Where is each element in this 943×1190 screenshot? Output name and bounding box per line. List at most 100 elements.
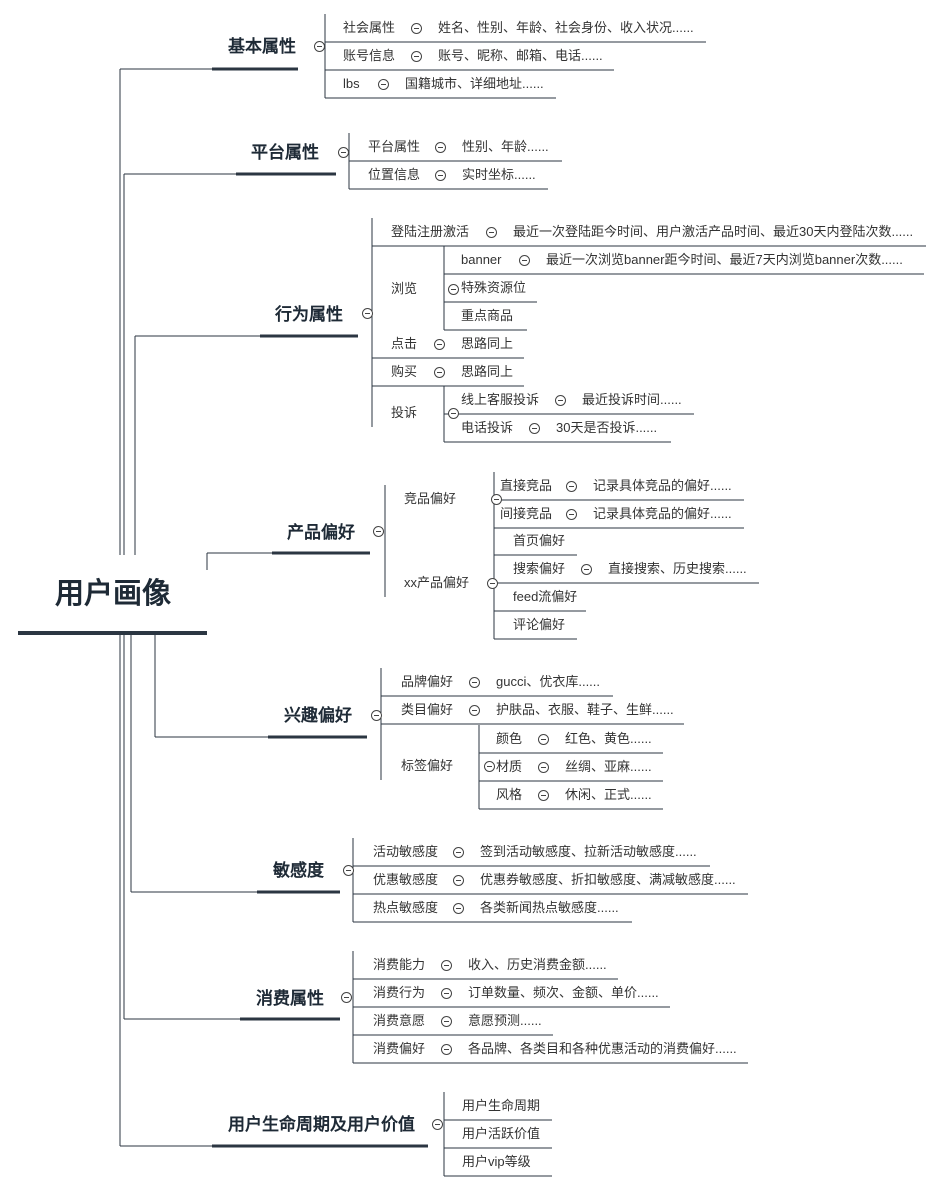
branch-item-detail: 国籍城市、详细地址...... bbox=[405, 76, 544, 91]
branch-item-child-label: feed流偏好 bbox=[513, 589, 578, 604]
branch-item-child-detail: 丝绸、亚麻...... bbox=[565, 759, 652, 774]
branch-item-detail: gucci、优衣库...... bbox=[496, 674, 601, 689]
collapse-toggle-icon[interactable] bbox=[441, 960, 452, 971]
branch-item-detail: 护肤品、衣服、鞋子、生鲜...... bbox=[496, 702, 674, 717]
branch-item-detail: 账号、昵称、邮箱、电话...... bbox=[438, 48, 603, 63]
collapse-toggle-icon[interactable] bbox=[373, 526, 384, 537]
branch-item-child-label: 重点商品 bbox=[461, 308, 514, 323]
category-title: 敏感度 bbox=[273, 861, 324, 880]
collapse-toggle-icon[interactable] bbox=[448, 284, 459, 295]
category-title: 基本属性 bbox=[228, 37, 296, 56]
collapse-toggle-icon[interactable] bbox=[469, 677, 480, 688]
branch-item-label: lbs bbox=[343, 76, 360, 91]
branch-item-detail: 收入、历史消费金额...... bbox=[468, 957, 607, 972]
branch-item-child-detail: 记录具体竞品的偏好...... bbox=[593, 478, 732, 493]
branch-item-label: 账号信息 bbox=[343, 48, 396, 63]
branch-item-child-label: 搜索偏好 bbox=[513, 561, 566, 576]
collapse-toggle-icon[interactable] bbox=[538, 734, 549, 745]
branch-item-label: 消费意愿 bbox=[373, 1013, 426, 1028]
branch-item-child-label: 特殊资源位 bbox=[461, 280, 527, 295]
collapse-toggle-icon[interactable] bbox=[453, 875, 464, 886]
branch-item-child-detail: 红色、黄色...... bbox=[565, 731, 652, 746]
branch-item-label: 优惠敏感度 bbox=[373, 872, 439, 887]
branch-item-label: 消费能力 bbox=[373, 957, 426, 972]
branch-item-label: 用户生命周期 bbox=[462, 1098, 541, 1113]
branch-item-detail: 签到活动敏感度、拉新活动敏感度...... bbox=[480, 844, 697, 859]
branch-item-detail: 订单数量、频次、金额、单价...... bbox=[468, 985, 659, 1000]
collapse-toggle-icon[interactable] bbox=[453, 903, 464, 914]
branch-item-label: 用户vip等级 bbox=[462, 1154, 531, 1169]
collapse-toggle-icon[interactable] bbox=[371, 710, 382, 721]
collapse-toggle-icon[interactable] bbox=[491, 494, 502, 505]
branch-item-detail: 性别、年龄...... bbox=[462, 139, 549, 154]
collapse-toggle-icon[interactable] bbox=[484, 761, 495, 772]
collapse-toggle-icon[interactable] bbox=[448, 408, 459, 419]
collapse-toggle-icon[interactable] bbox=[538, 790, 549, 801]
branch-item-child-label: 首页偏好 bbox=[513, 533, 566, 548]
collapse-toggle-icon[interactable] bbox=[566, 481, 577, 492]
collapse-toggle-icon[interactable] bbox=[341, 992, 352, 1003]
collapse-toggle-icon[interactable] bbox=[441, 1044, 452, 1055]
collapse-toggle-icon[interactable] bbox=[434, 367, 445, 378]
category-title: 产品偏好 bbox=[287, 523, 355, 542]
collapse-toggle-icon[interactable] bbox=[487, 578, 498, 589]
branch-item-label: 用户活跃价值 bbox=[462, 1126, 541, 1141]
branch-item-detail: 意愿预测...... bbox=[468, 1013, 542, 1028]
branch-item-label: 活动敏感度 bbox=[373, 844, 439, 859]
branch-item-detail: 优惠券敏感度、折扣敏感度、满减敏感度...... bbox=[480, 872, 736, 887]
branch-item-detail: 最近一次登陆距今时间、用户激活产品时间、最近30天内登陆次数...... bbox=[513, 224, 914, 239]
collapse-toggle-icon[interactable] bbox=[362, 308, 373, 319]
branch-item-detail: 姓名、性别、年龄、社会身份、收入状况...... bbox=[438, 20, 694, 35]
collapse-toggle-icon[interactable] bbox=[314, 41, 325, 52]
collapse-toggle-icon[interactable] bbox=[434, 339, 445, 350]
collapse-toggle-icon[interactable] bbox=[378, 79, 389, 90]
collapse-toggle-icon[interactable] bbox=[529, 423, 540, 434]
branch-item-label: 点击 bbox=[391, 336, 418, 351]
branch-item-label: 投诉 bbox=[391, 405, 418, 420]
branch-item-detail: 各品牌、各类目和各种优惠活动的消费偏好...... bbox=[468, 1041, 737, 1056]
branch-item-label: 竞品偏好 bbox=[404, 491, 457, 506]
collapse-toggle-icon[interactable] bbox=[411, 51, 422, 62]
collapse-toggle-icon[interactable] bbox=[453, 847, 464, 858]
branch-item-child-detail: 30天是否投诉...... bbox=[556, 420, 658, 435]
collapse-toggle-icon[interactable] bbox=[581, 564, 592, 575]
collapse-toggle-icon[interactable] bbox=[411, 23, 422, 34]
collapse-toggle-icon[interactable] bbox=[441, 988, 452, 999]
branch-item-child-label: 线上客服投诉 bbox=[461, 392, 540, 407]
collapse-toggle-icon[interactable] bbox=[566, 509, 577, 520]
branch-item-label: 标签偏好 bbox=[401, 758, 454, 773]
collapse-toggle-icon[interactable] bbox=[441, 1016, 452, 1027]
branch-item-label: 社会属性 bbox=[343, 20, 396, 35]
collapse-toggle-icon[interactable] bbox=[486, 227, 497, 238]
category-title: 兴趣偏好 bbox=[284, 706, 352, 725]
collapse-toggle-icon[interactable] bbox=[338, 147, 349, 158]
collapse-toggle-icon[interactable] bbox=[538, 762, 549, 773]
branch-item-label: 消费偏好 bbox=[373, 1041, 426, 1056]
collapse-toggle-icon[interactable] bbox=[469, 705, 480, 716]
collapse-toggle-icon[interactable] bbox=[555, 395, 566, 406]
branch-item-child-detail: 记录具体竞品的偏好...... bbox=[593, 506, 732, 521]
branch-item-child-label: 直接竞品 bbox=[500, 478, 553, 493]
collapse-toggle-icon[interactable] bbox=[519, 255, 530, 266]
category-title: 行为属性 bbox=[275, 305, 343, 324]
branch-item-child-label: 电话投诉 bbox=[461, 420, 514, 435]
branch-item-child-detail: 直接搜索、历史搜索...... bbox=[608, 561, 747, 576]
branch-item-label: 购买 bbox=[391, 364, 418, 379]
branch-item-child-label: 风格 bbox=[496, 787, 523, 802]
branch-item-child-detail: 最近一次浏览banner距今时间、最近7天内浏览banner次数...... bbox=[546, 252, 903, 267]
category-title: 平台属性 bbox=[251, 143, 319, 162]
branch-item-child-detail: 休闲、正式...... bbox=[565, 787, 652, 802]
branch-item-detail: 思路同上 bbox=[461, 364, 514, 379]
collapse-toggle-icon[interactable] bbox=[435, 170, 446, 181]
branch-item-child-label: banner bbox=[461, 252, 502, 267]
collapse-toggle-icon[interactable] bbox=[435, 142, 446, 153]
collapse-toggle-icon[interactable] bbox=[432, 1119, 443, 1130]
branch-item-label: xx产品偏好 bbox=[404, 575, 470, 590]
branch-item-child-label: 评论偏好 bbox=[513, 617, 566, 632]
branch-item-label: 平台属性 bbox=[368, 139, 421, 154]
branch-item-label: 消费行为 bbox=[373, 985, 426, 1000]
branch-item-child-label: 材质 bbox=[496, 759, 523, 774]
collapse-toggle-icon[interactable] bbox=[343, 865, 354, 876]
